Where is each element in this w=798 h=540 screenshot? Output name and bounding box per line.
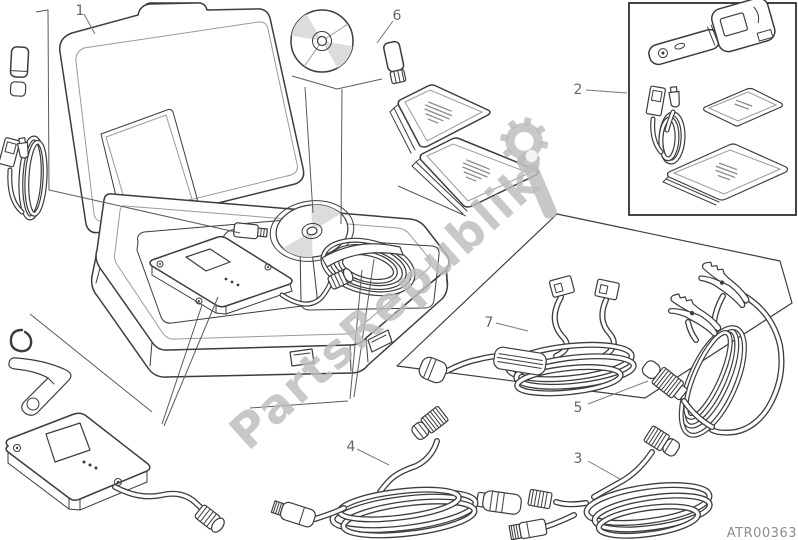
battery-clip xyxy=(667,293,722,337)
callout-6[interactable]: 6 xyxy=(393,8,402,24)
cable-7-end-connector xyxy=(418,356,448,384)
tester-device xyxy=(5,412,225,533)
tester-screen xyxy=(45,422,91,463)
cable-5 xyxy=(641,261,785,438)
cable-3-rj45-plug xyxy=(508,518,548,540)
strap xyxy=(8,357,72,416)
usb-stick xyxy=(9,46,30,97)
part-code: ATR00363 xyxy=(727,526,797,540)
usb-stick-small xyxy=(383,40,407,85)
cable-7-plug xyxy=(548,275,575,298)
kit-inset-box xyxy=(628,0,797,216)
cable-4 xyxy=(270,406,479,539)
round-connector-in-tray xyxy=(327,268,354,290)
cable-7-ribbed-section xyxy=(493,346,547,376)
tester-cable-connector xyxy=(194,504,225,533)
callout-4[interactable]: 4 xyxy=(347,439,356,455)
mini-usb-connector xyxy=(16,137,29,159)
carabiner-clip xyxy=(9,328,33,353)
callout-5[interactable]: 5 xyxy=(574,400,583,416)
cable-4-end-connector xyxy=(270,500,316,528)
leader-lines xyxy=(29,9,467,427)
usb-cable-small xyxy=(645,85,686,165)
callouts: 1 2 3 4 5 6 7 xyxy=(76,3,649,480)
cable-3-amp-connector xyxy=(475,490,522,515)
callout-7[interactable]: 7 xyxy=(485,315,494,331)
cable-4-round-connector xyxy=(411,406,449,440)
callout-3[interactable]: 3 xyxy=(574,451,583,467)
cable-5-round-connector xyxy=(641,360,688,401)
usb-cable xyxy=(0,135,48,221)
usb-a-connector xyxy=(0,137,21,168)
cable-7-plug xyxy=(594,278,620,301)
handheld-tester xyxy=(648,0,776,66)
cable-3-round-connector xyxy=(643,425,681,457)
manual-small xyxy=(662,143,789,206)
cd-disc xyxy=(290,9,354,73)
callout-2[interactable]: 2 xyxy=(574,82,583,98)
gear-wrench-icon xyxy=(500,117,557,219)
cable-7 xyxy=(418,275,637,397)
cable-3 xyxy=(475,425,713,540)
case-lid xyxy=(59,2,305,234)
coiled-cable-in-tray xyxy=(279,237,416,307)
usb-plug-in-tray xyxy=(222,222,268,240)
mini-usb-connector xyxy=(668,86,680,108)
callout-1[interactable]: 1 xyxy=(76,3,85,19)
cable-3-knurled-ring xyxy=(527,488,553,510)
case-latch xyxy=(289,348,315,367)
notepad xyxy=(702,87,784,127)
usb-a-connector xyxy=(645,85,666,117)
case-latch xyxy=(367,329,393,353)
cable-strap-band xyxy=(321,243,404,268)
battery-clip xyxy=(698,261,750,309)
manual-booklet xyxy=(389,84,491,154)
